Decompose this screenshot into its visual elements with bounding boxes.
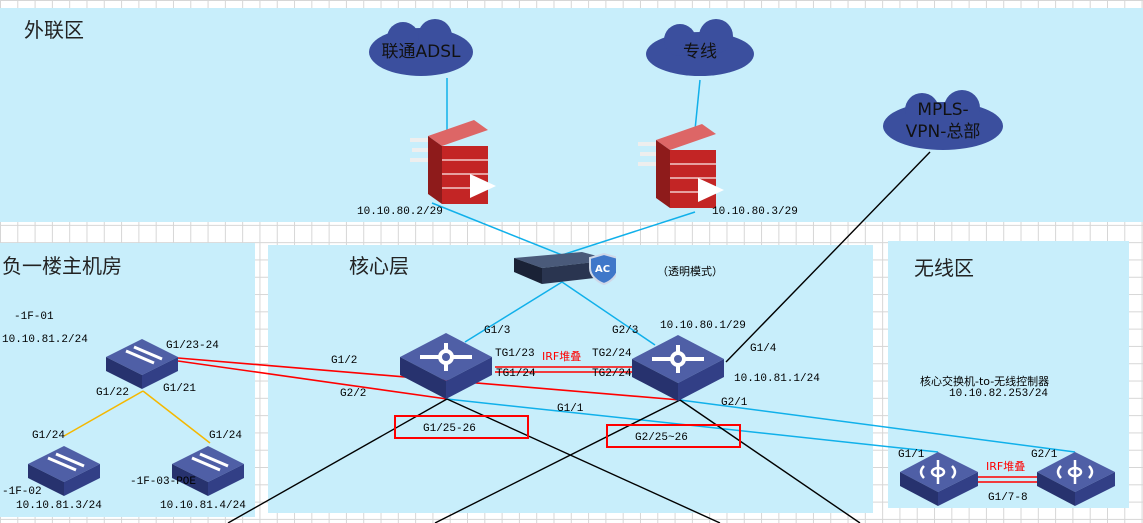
port-g2-3: G2/3 [612,325,639,337]
port-tg1-23: TG1/23 [495,348,535,360]
port-tg1-24: TG1/24 [496,368,536,380]
port-group-label-1: G1/25-26 [423,423,476,435]
cloud-leased-line: 专线 [642,18,758,80]
firewall-icon [410,120,496,204]
zone-title-external: 外联区 [24,18,84,42]
wl-port-g2-1: G2/1 [1031,449,1058,461]
cloud-icon [646,19,754,76]
port-g1-4: G1/4 [750,343,777,355]
ac-mode: （透明模式） [657,265,723,278]
port-g2-2: G2/2 [340,388,367,400]
cloud-icon [883,90,1003,150]
sw2-port: G1/24 [32,430,66,442]
fw1-ip: 10.10.80.2/29 [357,206,443,218]
link-leased-fw2 [694,79,701,131]
port-group-box-1 [394,415,529,439]
sw2-name: -1F-02 [2,486,42,498]
cloud-adsl: 联通ADSL [365,18,477,80]
wireless-desc: 核心交换机-to-无线控制器 [920,375,1050,388]
port-tg2-24-a: TG2/24 [592,348,632,360]
fw2-ip: 10.10.80.3/29 [712,206,798,218]
port-g1-1: G1/1 [557,403,584,415]
link-ac-core1 [464,281,563,343]
core-ip-81: 10.10.81.1/24 [734,373,820,385]
zone-title-core: 核心层 [349,254,409,278]
sw1-ip: 10.10.81.2/24 [2,334,88,346]
core-switch-1-icon [400,333,492,399]
port-g1-3: G1/3 [484,325,511,337]
link-fw2-ac [561,211,696,256]
link-ac-core2 [561,281,656,346]
access-switch-1-icon [106,339,178,389]
sw3-name: -1F-03-POE [130,476,197,488]
irf-label-core: IRF堆叠 [542,350,582,363]
ac-badge: AC [595,264,611,275]
sw1-port-g1-22: G1/22 [96,387,130,399]
cloud-label: 专线 [683,41,717,62]
sw2-ip: 10.10.81.3/24 [16,500,102,512]
link-core2-wl2 [679,399,1076,453]
sw1-uplink-port: G1/23-24 [166,340,219,352]
cloud-label: MPLS-VPN-总部 [905,100,981,142]
core-ip-80: 10.10.80.1/29 [660,320,746,332]
wireless-controller-2-icon [1037,452,1115,506]
firewall-icon [638,124,724,208]
access-switch-3-icon [172,446,244,496]
sw3-port: G1/24 [209,430,243,442]
cloud-label: 联通ADSL [381,41,461,62]
link-fw1-ac [431,202,563,256]
zone-title-wireless: 无线区 [914,256,974,280]
port-tg2-24-b: TG2/24 [592,368,632,380]
wireless-ip: 10.10.82.253/24 [949,388,1049,400]
sw1-port-g1-21: G1/21 [163,383,197,395]
core-switch-2-icon [632,335,724,401]
wl-irf-port: G1/7-8 [988,492,1028,504]
access-switch-2-icon [28,446,100,496]
wl-port-g1-1: G1/1 [898,449,925,461]
port-group-label-2: G2/25~26 [635,432,688,444]
wireless-controller-1-icon [900,452,978,506]
port-group-box-2 [606,424,741,448]
zone-core [268,245,873,513]
cloud-mpls: MPLS-VPN-总部 [880,88,1006,154]
link-sw1-core1 [177,360,448,400]
irf-label-wireless: IRF堆叠 [986,460,1026,473]
zone-title-basement: 负一楼主机房 [2,254,122,278]
sw3-ip: 10.10.81.4/24 [160,500,246,512]
ac-appliance-icon [514,252,616,286]
link-mpls-core2 [725,151,931,363]
sw1-name: -1F-01 [14,311,54,323]
port-g2-1: G2/1 [721,397,748,409]
port-g1-2: G1/2 [331,355,358,367]
cloud-icon [369,19,473,76]
